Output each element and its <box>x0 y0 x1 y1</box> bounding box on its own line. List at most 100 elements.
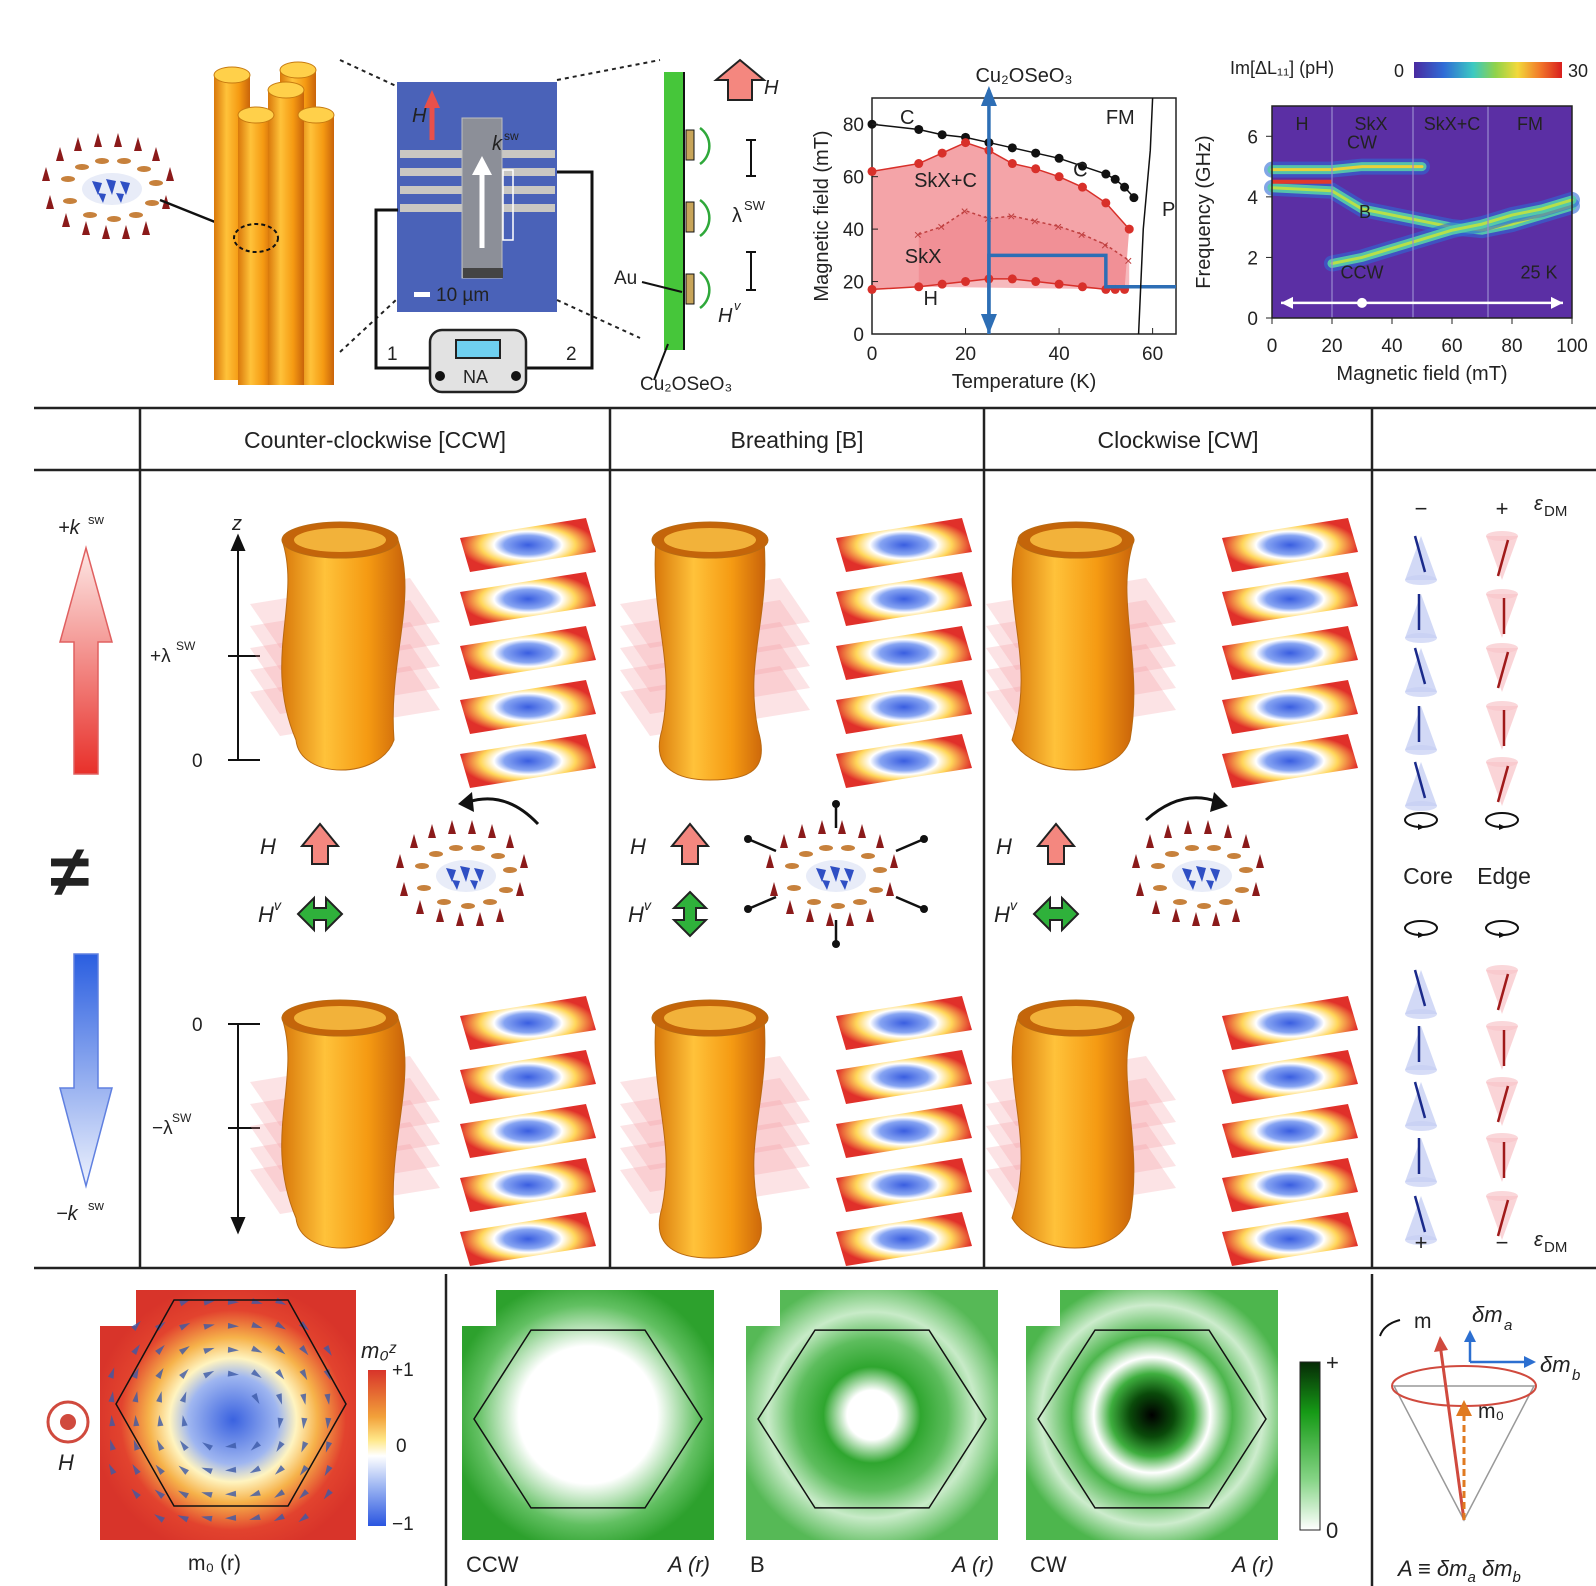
core-spin <box>1413 761 1427 799</box>
core-cone <box>1405 1195 1437 1245</box>
map-quantity-label: A (r) <box>950 1552 994 1577</box>
cone-dma-sub: a <box>1504 1317 1512 1334</box>
magnetization-arrow <box>250 1441 261 1451</box>
magnetization-arrow <box>274 1465 285 1475</box>
core-cone <box>1405 535 1437 585</box>
def-mid: δm <box>1476 1556 1513 1581</box>
lower-tick-sup: SW <box>172 1111 192 1125</box>
tube-opening-inner <box>1030 528 1122 552</box>
phase-point <box>1101 198 1111 208</box>
spectrum-colorbar <box>1414 62 1562 78</box>
magnetization-arrow <box>181 1415 188 1427</box>
panel-c-dividers <box>444 1274 1374 1586</box>
x-tick-label: 40 <box>1381 336 1402 357</box>
mode-arrow-icon <box>467 797 540 826</box>
y-tick-label: 0 <box>853 325 864 346</box>
x-tick-label: 0 <box>1267 336 1278 357</box>
phase-point <box>937 279 947 289</box>
x-tick-label: 40 <box>1049 344 1070 365</box>
bottom-sign-minus: − <box>1496 1230 1509 1255</box>
phase-point <box>1031 148 1041 158</box>
magnetization-arrow <box>201 1467 213 1475</box>
magnetization-arrow <box>179 1299 191 1307</box>
magnetization-arrow <box>107 1367 115 1379</box>
map-mode-label: B <box>750 1552 765 1577</box>
magnetization-arrow <box>325 1417 332 1429</box>
phase-point <box>1077 161 1087 171</box>
skyrmion-tube <box>281 1017 406 1249</box>
mode-label: CCW <box>1341 263 1384 283</box>
magnetization-slab <box>460 734 596 788</box>
h-field-arrow <box>299 822 341 865</box>
colorbar-tick-min: 0 <box>1394 61 1404 81</box>
magnetization-slab <box>1222 734 1358 788</box>
core-spin <box>1413 969 1427 1007</box>
bottom-epsilon-sub: DM <box>1544 1239 1567 1256</box>
svg-text:A ≡ δma δmb: A ≡ δma δmb <box>1396 1556 1521 1586</box>
plus-k-arrow <box>59 545 113 775</box>
magnetization-arrow <box>155 1344 165 1355</box>
port-2-label: 2 <box>566 344 577 365</box>
phase-point <box>1110 174 1120 184</box>
tube-opening-inner <box>664 528 756 552</box>
sweep-head-left <box>1281 296 1293 309</box>
phase-region-label: P <box>1162 199 1175 221</box>
skyrmion-tube-icon <box>213 61 335 385</box>
def-main: A ≡ δm <box>1396 1556 1467 1581</box>
map-corner-mask <box>1026 1290 1060 1326</box>
phase-cross-point: × <box>1007 208 1015 224</box>
cone-dmb-sub: b <box>1572 1367 1580 1384</box>
mode-h-label: H <box>260 834 276 859</box>
skyrmion-tube <box>1011 1017 1135 1249</box>
magnetization-arrow <box>177 1515 189 1523</box>
magnetization-arrow <box>276 1441 285 1452</box>
not-equal-sign: ≠ <box>50 832 90 912</box>
magnetization-slab <box>460 996 596 1050</box>
top-epsilon-sub: DM <box>1544 503 1567 520</box>
field-dot-icon <box>46 1400 90 1444</box>
rotation-arrow-head <box>1499 932 1506 938</box>
amplitude-map-b <box>746 1290 998 1540</box>
magnetization-slab <box>1222 996 1358 1050</box>
paramagnet-boundary <box>1137 97 1154 335</box>
core-cone <box>1405 594 1437 643</box>
amplitude-map-cw <box>1026 1290 1278 1540</box>
analyzer-label: NA <box>463 367 488 387</box>
magnetization-arrow <box>157 1415 164 1427</box>
magnetization-arrow <box>299 1465 309 1476</box>
magnetization-arrow <box>274 1489 285 1498</box>
magnetization-slab <box>1222 1158 1358 1212</box>
temperature-label: 25 K <box>1520 263 1557 283</box>
z-axis <box>228 533 260 1235</box>
magnetization-arrow <box>277 1417 284 1429</box>
magnetization-slab <box>836 626 972 680</box>
upper-tick-zero: 0 <box>192 751 203 772</box>
cs-lambda-label: λ <box>732 205 742 227</box>
phase-cross-point: × <box>1054 218 1062 234</box>
mode-hv-sup: v <box>274 897 282 913</box>
magnetization-arrow <box>179 1322 191 1331</box>
y-tick-label: 6 <box>1247 127 1258 148</box>
phase-cross-point: × <box>1124 253 1132 269</box>
phase-label: SkX <box>1354 114 1387 134</box>
core-label: Core <box>1403 863 1453 889</box>
edge-spin <box>1496 651 1510 689</box>
core-spin <box>1413 1081 1427 1119</box>
phase-point <box>1054 279 1064 289</box>
phase-frame <box>871 97 1177 335</box>
mode-arrow-head <box>920 835 928 843</box>
mode-arrow-icon <box>747 895 777 911</box>
core-cone <box>1405 1026 1437 1075</box>
magnetization-slab <box>836 1104 972 1158</box>
mode-hv-label: H <box>628 902 644 927</box>
magnetization-arrow <box>203 1370 215 1379</box>
core-cone <box>1405 1138 1437 1187</box>
magnetization-arrow <box>273 1513 285 1522</box>
rotation-arrow-head <box>1418 932 1425 938</box>
magnetization-arrow <box>225 1490 237 1497</box>
core-cone <box>1405 647 1437 697</box>
magnetization-arrow <box>275 1345 286 1355</box>
phase-label: H <box>1296 114 1309 134</box>
phase-region-label: C <box>1073 160 1087 182</box>
y-tick-label: 4 <box>1247 188 1258 209</box>
